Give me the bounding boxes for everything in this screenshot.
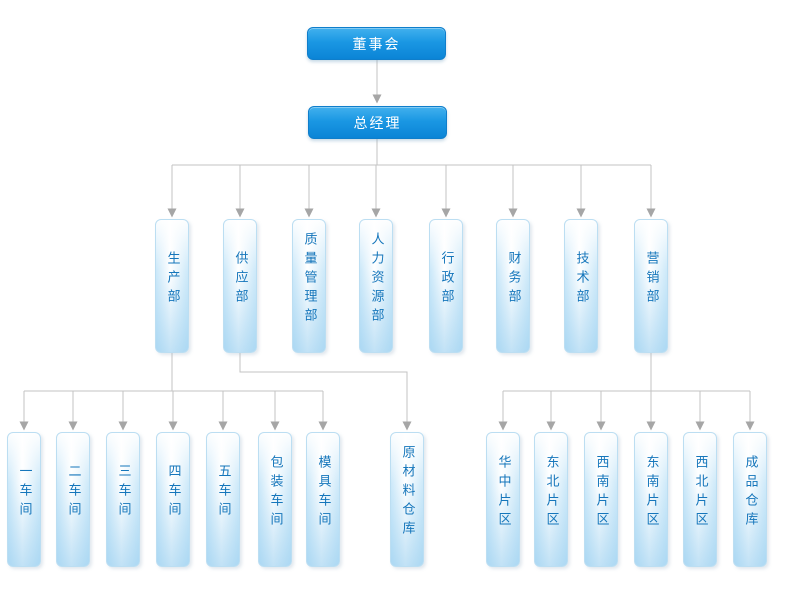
dept-node-production: 生产部	[155, 219, 189, 353]
dept-node-finance: 财务部	[496, 219, 530, 353]
unit-node-workshop-4: 四车间	[156, 432, 190, 567]
unit-node-central-china-region: 华中片区	[486, 432, 520, 567]
dept-node-human-resources: 人力资源部	[359, 219, 393, 353]
unit-node-southeast-region: 东南片区	[634, 432, 668, 567]
dept-node-marketing: 营销部	[634, 219, 668, 353]
dept-node-supply: 供应部	[223, 219, 257, 353]
unit-node-workshop-3: 三车间	[106, 432, 140, 567]
dept-node-quality-management: 质量管理部	[292, 219, 326, 353]
unit-node-southwest-region: 西南片区	[584, 432, 618, 567]
unit-node-workshop-5: 五车间	[206, 432, 240, 567]
unit-node-raw-material-warehouse: 原材料仓库	[390, 432, 424, 567]
unit-node-workshop-2: 二车间	[56, 432, 90, 567]
unit-node-northeast-region: 东北片区	[534, 432, 568, 567]
unit-node-mold-workshop: 模具车间	[306, 432, 340, 567]
dept-node-administration: 行政部	[429, 219, 463, 353]
dept-node-technology: 技术部	[564, 219, 598, 353]
unit-node-packaging-workshop: 包装车间	[258, 432, 292, 567]
org-node-board: 董事会	[307, 27, 446, 60]
unit-node-finished-goods-warehouse: 成品仓库	[733, 432, 767, 567]
unit-node-northwest-region: 西北片区	[683, 432, 717, 567]
unit-node-workshop-1: 一车间	[7, 432, 41, 567]
org-node-general-manager: 总经理	[308, 106, 447, 139]
